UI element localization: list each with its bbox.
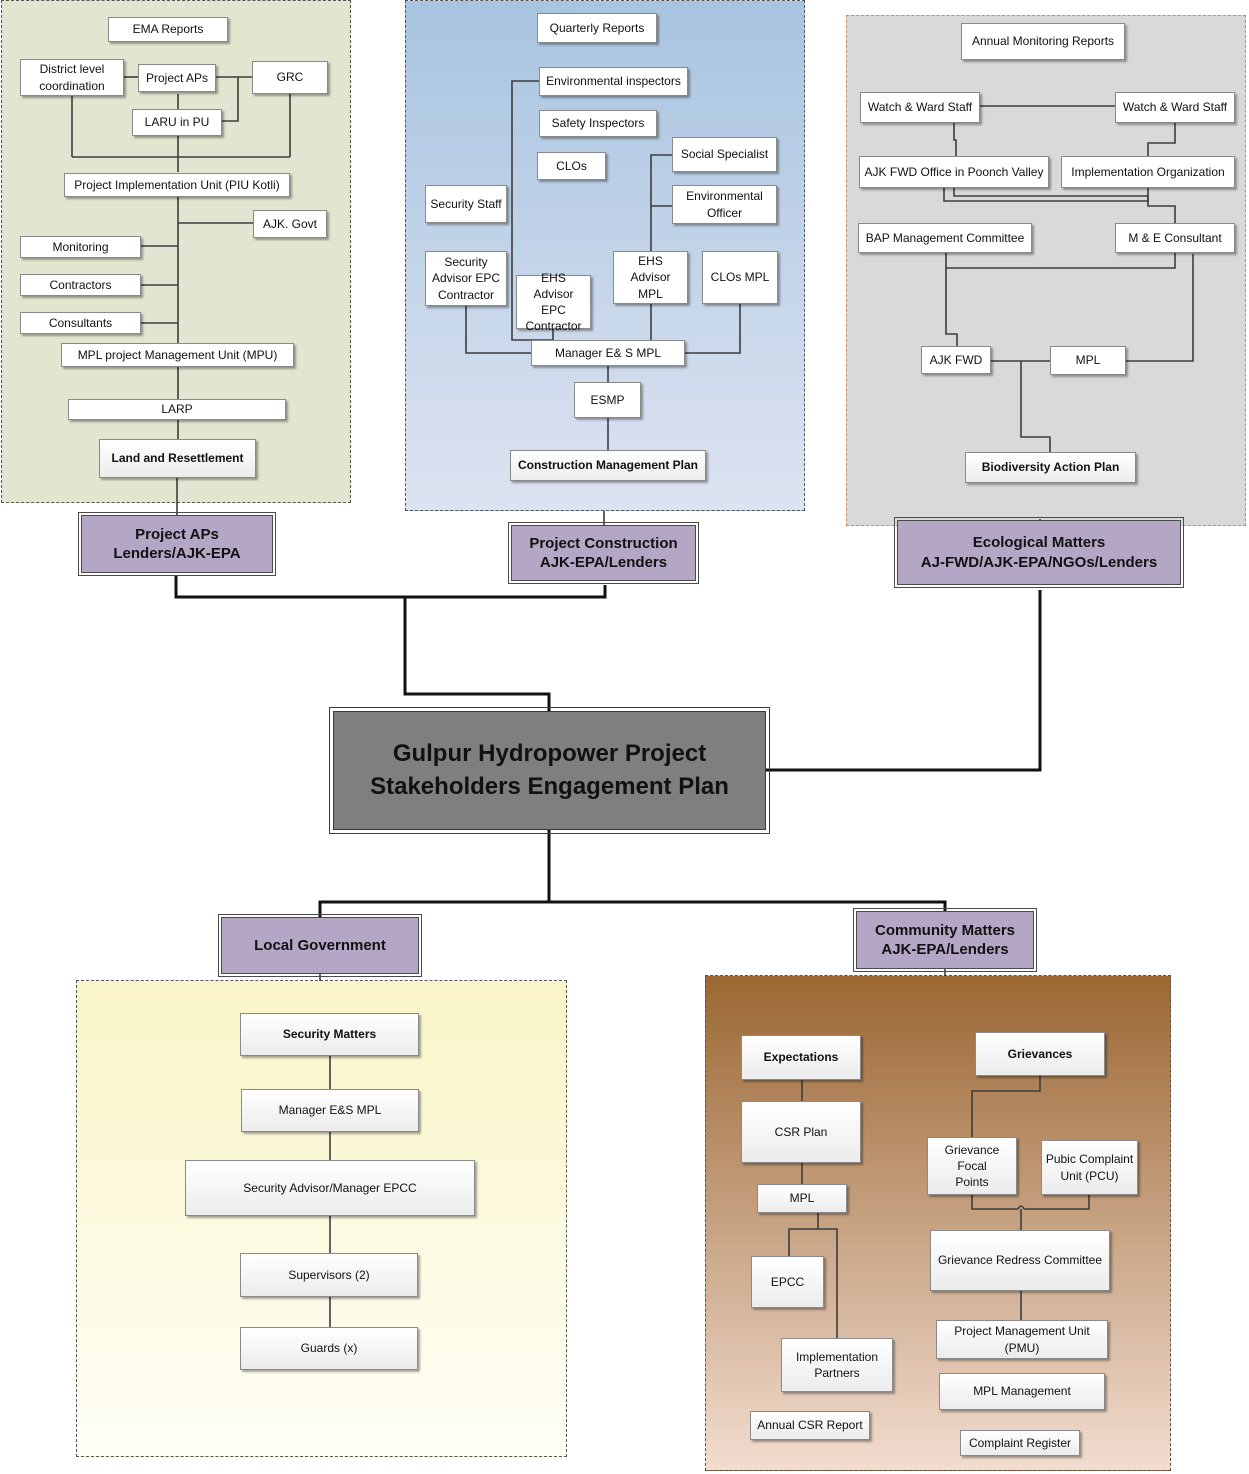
watch-ward-staff-left-box: Watch & Ward Staff bbox=[860, 92, 980, 123]
manager-es-mpl-box: Manager E& S MPL bbox=[531, 340, 685, 366]
me-consultant-box: M & E Consultant bbox=[1115, 223, 1235, 253]
ajk-fwd-office-box: AJK FWD Office in Poonch Valley bbox=[859, 156, 1049, 188]
clos-mpl-box: CLOs MPL bbox=[702, 251, 778, 304]
social-specialist-box: Social Specialist bbox=[672, 137, 777, 172]
clos-box: CLOs bbox=[537, 152, 606, 180]
environmental-officer-box: Environmental Officer bbox=[672, 185, 777, 224]
annual-monitoring-reports-box: Annual Monitoring Reports bbox=[961, 23, 1125, 60]
local-government-panel bbox=[76, 980, 567, 1457]
project-management-unit-box: Project Management Unit (PMU) bbox=[936, 1320, 1108, 1359]
mpl-box: MPL bbox=[1050, 346, 1126, 375]
mpu-box: MPL project Management Unit (MPU) bbox=[61, 343, 294, 367]
csr-plan-box: CSR Plan bbox=[741, 1101, 861, 1163]
complaint-register-box: Complaint Register bbox=[960, 1430, 1080, 1456]
contractors-box: Contractors bbox=[20, 274, 141, 296]
mpl-community-box: MPL bbox=[757, 1184, 847, 1213]
bap-management-committee-box: BAP Management Committee bbox=[858, 223, 1032, 253]
grievances-box: Grievances bbox=[975, 1032, 1105, 1076]
monitoring-box: Monitoring bbox=[20, 236, 141, 258]
supervisors-box: Supervisors (2) bbox=[240, 1253, 418, 1297]
mpl-management-box: MPL Management bbox=[939, 1373, 1105, 1410]
construction-management-plan-box: Construction Management Plan bbox=[510, 450, 706, 481]
quarterly-reports-box: Quarterly Reports bbox=[537, 13, 657, 43]
security-staff-box: Security Staff bbox=[425, 185, 507, 223]
larp-box: LARP bbox=[68, 399, 286, 420]
grc-box: GRC bbox=[252, 61, 328, 94]
consultants-box: Consultants bbox=[20, 312, 141, 334]
safety-inspectors-box: Safety Inspectors bbox=[539, 110, 657, 137]
epcc-box: EPCC bbox=[751, 1256, 824, 1308]
laru-box: LARU in PU bbox=[132, 109, 222, 136]
piu-box: Project Implementation Unit (PIU Kotli) bbox=[64, 173, 290, 197]
ajk-fwd-box: AJK FWD bbox=[921, 346, 991, 374]
environmental-inspectors-box: Environmental inspectors bbox=[539, 67, 688, 96]
expectations-box: Expectations bbox=[741, 1035, 861, 1080]
public-complaint-unit-box: Pubic Complaint Unit (PCU) bbox=[1041, 1140, 1138, 1195]
implementation-partners-box: Implementation Partners bbox=[781, 1338, 893, 1392]
ehs-advisor-epc-box: EHS Advisor EPC Contractor bbox=[516, 271, 591, 333]
land-resettlement-box: Land and Resettlement bbox=[99, 439, 256, 478]
central-project-title: Gulpur Hydropower Project Stakeholders E… bbox=[329, 707, 770, 834]
security-advisor-box: Security Advisor EPC Contractor bbox=[425, 251, 507, 306]
grievance-redress-committee-box: Grievance Redress Committee bbox=[930, 1230, 1110, 1291]
grievance-focal-points-box: Grievance Focal Points bbox=[927, 1137, 1017, 1195]
watch-ward-staff-right-box: Watch & Ward Staff bbox=[1115, 92, 1235, 123]
community-matters-category: Community Matters AJK-EPA/Lenders bbox=[853, 908, 1037, 972]
local-government-category: Local Government bbox=[218, 914, 422, 977]
guards-box: Guards (x) bbox=[240, 1327, 418, 1370]
district-coordination-box: District level coordination bbox=[20, 59, 124, 96]
security-advisor-epcc-box: Security Advisor/Manager EPCC bbox=[185, 1160, 475, 1216]
implementation-organization-box: Implementation Organization bbox=[1061, 156, 1235, 188]
project-construction-category: Project Construction AJK-EPA/Lenders bbox=[508, 522, 699, 584]
ecological-matters-category: Ecological Matters AJ-FWD/AJK-EPA/NGOs/L… bbox=[894, 517, 1184, 588]
ema-reports-box: EMA Reports bbox=[108, 17, 228, 42]
ajk-govt-box: AJK. Govt bbox=[253, 210, 327, 238]
annual-csr-report-box: Annual CSR Report bbox=[750, 1411, 870, 1440]
manager-es-mpl-lg-box: Manager E&S MPL bbox=[241, 1089, 419, 1132]
esmp-box: ESMP bbox=[574, 382, 641, 418]
project-aps-box: Project APs bbox=[138, 64, 216, 92]
ehs-advisor-mpl-box: EHS Advisor MPL bbox=[613, 251, 688, 304]
project-aps-category: Project APs Lenders/AJK-EPA bbox=[78, 512, 276, 576]
biodiversity-action-plan-box: Biodiversity Action Plan bbox=[965, 452, 1136, 483]
security-matters-box: Security Matters bbox=[240, 1013, 419, 1056]
